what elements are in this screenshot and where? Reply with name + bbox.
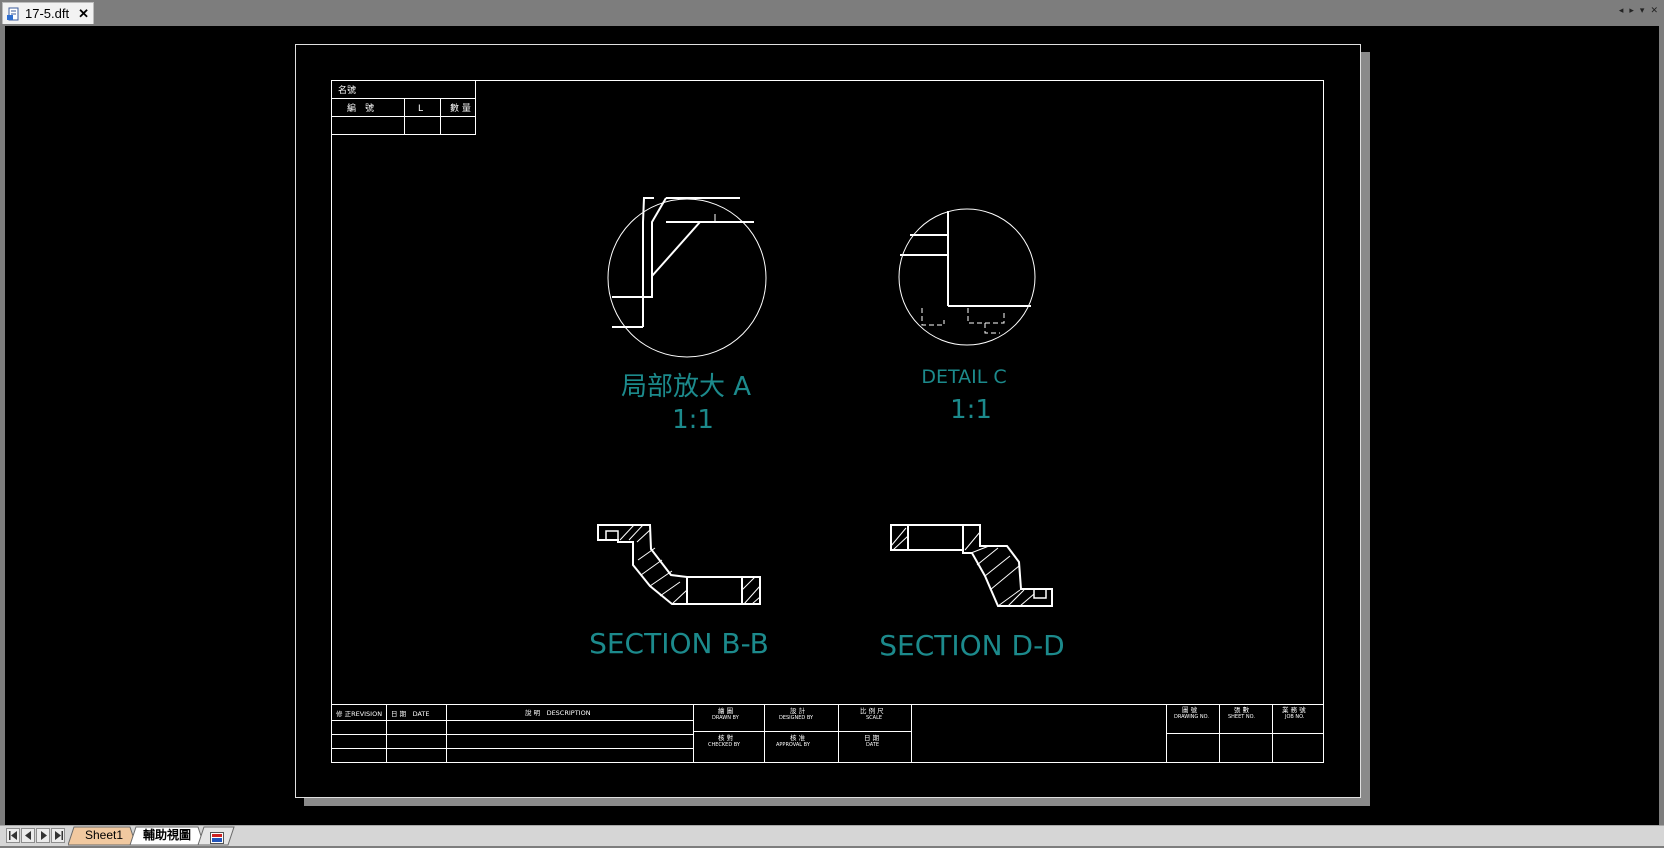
drawing-sheet[interactable] (295, 44, 1361, 798)
background-sheet-icon (210, 832, 224, 844)
drawing-no-en: DRAWING NO. (1174, 714, 1209, 720)
parts-list-header: 名號 (338, 84, 356, 96)
detail-a-scale: 1:1 (672, 405, 714, 435)
scroll-right-icon[interactable]: ▸ (1629, 6, 1634, 16)
detail-c-label: DETAIL C (921, 366, 1006, 388)
document-tab-bar: 17-5.dft ✕ ◂ ▸ ▾ ✕ (0, 0, 1664, 26)
job-no-en: JOB NO. (1284, 714, 1305, 720)
scale-zh: 比 例 尺 (860, 706, 884, 715)
sheet-tab-bar: Sheet1 輔助視圖 (0, 825, 1664, 846)
title-block (331, 704, 1324, 763)
sheet-no-en: SHEET NO. (1228, 714, 1255, 720)
section-view-b-b[interactable] (597, 524, 761, 605)
sheet-tab-auxiliary-view[interactable]: 輔助視圖 (142, 828, 191, 842)
tab-list-icon[interactable]: ▾ (1639, 6, 1645, 16)
parts-list (331, 80, 476, 135)
job-no-zh: 業 務 號 (1282, 705, 1306, 714)
drawing-no-zh: 圖 號 (1182, 705, 1198, 714)
last-sheet-button[interactable] (51, 828, 65, 843)
document-tab[interactable]: 17-5.dft ✕ (2, 2, 94, 24)
designed-by-en: DESIGNED BY (779, 715, 814, 721)
revision-label: 修 正REVISION (336, 709, 382, 718)
designed-by-zh: 設 計 (790, 706, 806, 715)
date-column-label: 日 期 DATE (391, 710, 429, 718)
window-controls: ◂ ▸ ▾ ✕ (1619, 6, 1658, 16)
parts-list-col-qty: 數 量 (450, 102, 471, 114)
drawn-by-en: DRAWN BY (712, 715, 740, 721)
detail-a-label: 局部放大 A (621, 372, 751, 402)
detail-view-a[interactable] (607, 197, 767, 358)
checked-by-en: CHECKED BY (708, 742, 741, 748)
scale-en: SCALE (866, 715, 882, 721)
first-sheet-button[interactable] (6, 828, 20, 843)
section-view-d-d[interactable] (890, 524, 1053, 607)
approval-by-en: APPROVAL BY (776, 742, 811, 748)
draft-document-icon (7, 7, 19, 20)
date-en: DATE (866, 742, 879, 748)
previous-sheet-button[interactable] (21, 828, 35, 843)
parts-list-col-length: L (418, 104, 423, 114)
drawing-border (331, 80, 1324, 763)
close-tab-button[interactable]: ✕ (78, 5, 89, 21)
sheet-tab-sheet1[interactable]: Sheet1 (84, 828, 124, 842)
parts-list-col-number: 編 號 (347, 102, 374, 114)
close-window-icon[interactable]: ✕ (1650, 6, 1658, 16)
section-d-d-label: SECTION D-D (879, 629, 1065, 662)
sheet-no-zh: 張 數 (1234, 705, 1250, 714)
scroll-left-icon[interactable]: ◂ (1618, 6, 1624, 16)
date-zh: 日 期 (864, 734, 880, 742)
sheet-tab-background[interactable] (210, 829, 224, 844)
detail-view-c[interactable] (898, 208, 1036, 346)
description-label: 說 明 DESCRIPTION (525, 708, 591, 717)
document-tab-title: 17-5.dft (25, 6, 70, 21)
checked-by-zh: 核 對 (718, 733, 734, 742)
detail-c-scale: 1:1 (950, 395, 992, 425)
approval-by-zh: 核 准 (790, 733, 806, 742)
drawn-by-zh: 繪 圖 (718, 706, 733, 715)
section-b-b-label: SECTION B-B (589, 627, 769, 660)
next-sheet-button[interactable] (36, 828, 50, 843)
